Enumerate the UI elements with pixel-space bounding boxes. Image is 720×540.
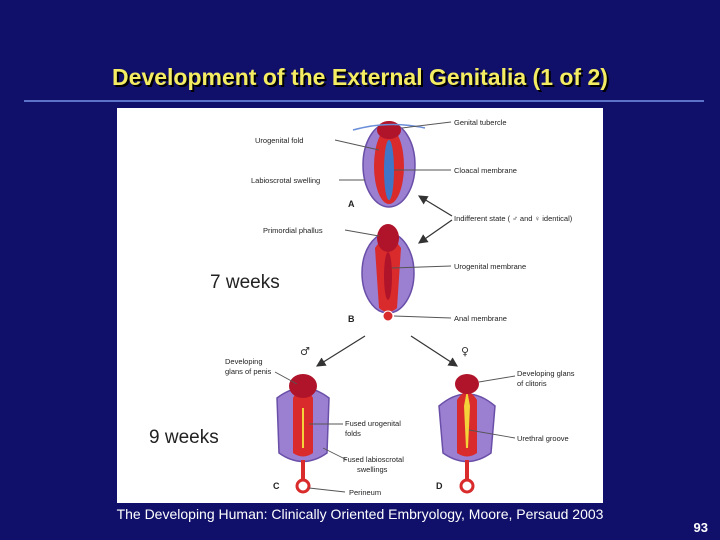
panel-letter-c: C bbox=[273, 481, 280, 491]
label-developing-glans-clitoris-2: of clitoris bbox=[517, 379, 547, 388]
arrow-indifferent-a bbox=[417, 195, 453, 217]
label-developing-glans-penis-1: Developing bbox=[225, 357, 263, 366]
anal-membrane-shape bbox=[382, 310, 394, 322]
label-fused-labioscrotal-2: swellings bbox=[357, 465, 388, 474]
label-urogenital-membrane: Urogenital membrane bbox=[454, 262, 526, 271]
perineum-shape bbox=[459, 478, 475, 494]
slide-number: 93 bbox=[693, 520, 708, 535]
panel-letter-a: A bbox=[348, 199, 355, 209]
title-divider bbox=[24, 100, 704, 102]
label-labioscrotal-swelling: Labioscrotal swelling bbox=[251, 176, 320, 185]
arrow-indifferent-b bbox=[418, 219, 453, 244]
cloacal-membrane-shape bbox=[384, 140, 394, 200]
label-primordial-phallus: Primordial phallus bbox=[263, 226, 323, 235]
male-symbol: ♂ bbox=[300, 345, 310, 358]
slide-title: Development of the External Genitalia (1… bbox=[112, 64, 608, 90]
stage-label-7-weeks: 7 weeks bbox=[210, 272, 280, 293]
arrow-to-female bbox=[410, 335, 459, 367]
label-genital-tubercle: Genital tubercle bbox=[454, 118, 507, 127]
perineum-shape bbox=[295, 478, 311, 494]
panel-c-male-9wk bbox=[276, 374, 330, 494]
primordial-phallus-shape bbox=[377, 224, 399, 252]
label-developing-glans-penis-2: glans of penis bbox=[225, 367, 272, 376]
genitalia-diagram: Urogenital fold Labioscrotal swelling Ge… bbox=[149, 118, 575, 497]
label-urogenital-fold: Urogenital fold bbox=[255, 136, 303, 145]
label-fused-urogenital-folds-2: folds bbox=[345, 429, 361, 438]
panel-a-indifferent-early bbox=[352, 121, 426, 208]
label-cloacal-membrane: Cloacal membrane bbox=[454, 166, 517, 175]
panel-letter-b: B bbox=[348, 314, 355, 324]
panel-d-female-9wk bbox=[438, 374, 496, 494]
panel-b-indifferent-7wk bbox=[361, 224, 415, 322]
label-developing-glans-clitoris-1: Developing glans bbox=[517, 369, 575, 378]
stage-label-9-weeks: 9 weeks bbox=[149, 427, 219, 448]
label-anal-membrane: Anal membrane bbox=[454, 314, 507, 323]
panel-letter-d: D bbox=[436, 481, 443, 491]
label-perineum: Perineum bbox=[349, 488, 381, 497]
arrow-to-male bbox=[315, 335, 366, 367]
label-urethral-groove: Urethral groove bbox=[517, 434, 569, 443]
genital-tubercle-shape bbox=[377, 121, 401, 139]
glans-penis-shape bbox=[289, 374, 317, 398]
figure-caption: The Developing Human: Clinically Oriente… bbox=[116, 506, 604, 522]
glans-clitoris-shape bbox=[455, 374, 479, 394]
embryology-figure: Urogenital fold Labioscrotal swelling Ge… bbox=[117, 108, 603, 503]
label-fused-labioscrotal-1: Fused labioscrotal bbox=[343, 455, 404, 464]
female-symbol: ♀ bbox=[461, 345, 469, 358]
urogenital-membrane-shape bbox=[384, 252, 392, 300]
label-indifferent-state: Indifferent state ( ♂ and ♀ identical) bbox=[454, 214, 573, 223]
label-fused-urogenital-folds-1: Fused urogenital bbox=[345, 419, 401, 428]
